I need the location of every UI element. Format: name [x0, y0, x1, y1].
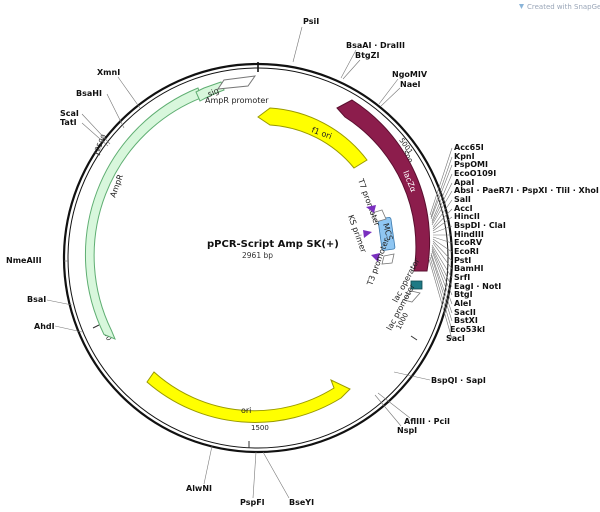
site-label-hindiii[interactable]: HindIII	[454, 230, 484, 239]
site-label-nspi[interactable]: NspI	[397, 426, 417, 435]
leader-bsai	[46, 299, 73, 306]
site-label-xmni[interactable]: XmnI	[97, 68, 120, 77]
leader-psii	[292, 26, 303, 63]
feature-ori-arrow	[146, 371, 351, 423]
site-label-psti[interactable]: PstI	[454, 256, 471, 265]
leader-nspi	[374, 394, 402, 427]
site-label-ahdi[interactable]: AhdI	[34, 322, 55, 331]
site-label-bspdi-clai[interactable]: BspDI · ClaI	[454, 221, 506, 230]
site-label-apai[interactable]: ApaI	[454, 178, 474, 187]
plasmid-size: 2961 bp	[242, 251, 273, 260]
leader-pspfi	[252, 451, 257, 499]
site-label-kpni[interactable]: KpnI	[454, 152, 475, 161]
site-label-eagi-noti[interactable]: EagI · NotI	[454, 282, 501, 291]
tick-mark	[410, 335, 418, 341]
site-label-btgzi[interactable]: BtgZI	[355, 51, 379, 60]
primer-mark-lower	[371, 253, 380, 262]
leader-mcs-fan	[428, 147, 453, 340]
leader-naei	[380, 87, 401, 107]
site-label-pspfi[interactable]: PspFI	[240, 498, 265, 507]
leader-bseyi	[262, 451, 290, 499]
site-label-ecori[interactable]: EcoRI	[454, 247, 479, 256]
sites-left: XmnI BsaHI ScaI TatI NmeAIII BsaI AhdI	[6, 68, 120, 331]
site-label-ecoo109i[interactable]: EcoO109I	[454, 169, 496, 178]
feature-ori-label: ori	[241, 406, 251, 415]
sites-mcs: Acc65I KpnI PspOMI EcoO109I ApaI AbsI · …	[446, 143, 599, 343]
leader-tati	[81, 122, 109, 147]
leader-btgzi	[342, 59, 361, 80]
feature-t3promoter-arrow	[381, 253, 395, 265]
site-label-tati[interactable]: TatI	[60, 118, 77, 127]
site-label-sali[interactable]: SalI	[454, 195, 471, 204]
site-label-bamhi[interactable]: BamHI	[454, 264, 484, 273]
site-label-saci[interactable]: SacI	[446, 334, 465, 343]
feature-ksprimer-arrow	[363, 230, 372, 238]
feature-sig-label: sig	[206, 86, 220, 99]
site-label-bseyi[interactable]: BseYI	[289, 498, 314, 507]
site-label-alwni[interactable]: AlwNI	[186, 484, 212, 493]
leader-alwni	[203, 445, 213, 485]
site-label-afliii-pcii[interactable]: AflIII · PciI	[404, 417, 450, 426]
snapgene-credit: Created with SnapGene®	[519, 3, 600, 11]
leader-ahdi	[54, 325, 83, 333]
site-label-naei[interactable]: NaeI	[400, 80, 421, 89]
leader-scai	[81, 113, 111, 145]
sites-bottom: AlwNI PspFI BseYI	[186, 484, 314, 507]
site-label-alei[interactable]: AleI	[454, 299, 471, 308]
site-label-btgi[interactable]: BtgI	[454, 290, 473, 299]
feature-amprpromoter-label: AmpR promoter	[205, 96, 269, 105]
site-label-acci[interactable]: AccI	[454, 204, 473, 213]
leader-ngomiv	[378, 78, 399, 105]
tick-mark	[93, 151, 101, 156]
leader-bsahi	[106, 93, 125, 129]
feature-amprpromoter-arrow	[216, 75, 257, 90]
leader-bsaai	[340, 49, 357, 79]
site-label-psii[interactable]: PsiI	[303, 17, 319, 26]
site-label-bsai[interactable]: BsaI	[27, 295, 46, 304]
site-label-ecorv[interactable]: EcoRV	[454, 238, 483, 247]
leader-bspqi	[393, 371, 431, 381]
leader-xmni	[117, 76, 141, 109]
feature-sig-arrow	[195, 81, 225, 102]
site-label-absi-group[interactable]: AbsI · PaeR7I · PspXI · TliI · XhoI	[454, 186, 599, 195]
site-label-nmeaiii[interactable]: NmeAIII	[6, 256, 42, 265]
site-label-bstxi[interactable]: BstXI	[454, 316, 478, 325]
site-label-sacii[interactable]: SacII	[454, 308, 476, 317]
sites-lower-right: BspQI · SapI AflIII · PciI NspI	[397, 376, 486, 435]
site-label-pspomi[interactable]: PspOMI	[454, 160, 488, 169]
feature-f1ori-arrow	[257, 107, 368, 169]
feature-t7promoter-label: T7 promoter	[356, 177, 382, 228]
site-label-bsaai-draiii[interactable]: BsaAI · DraIII	[346, 41, 405, 50]
site-label-acc65i[interactable]: Acc65I	[454, 143, 484, 152]
tick-mark	[92, 324, 100, 329]
sites-top: PsiI BsaAI · DraIII BtgZI NgoMIV NaeI	[303, 17, 428, 89]
feature-ampr-arrow	[85, 87, 202, 340]
site-label-srfi[interactable]: SrfI	[454, 273, 470, 282]
site-leader-lines	[46, 26, 453, 499]
plasmid-name: pPCR-Script Amp SK(+)	[207, 239, 339, 250]
feature-lacoperator-box	[410, 280, 423, 290]
tick-label: 1500	[251, 424, 269, 432]
snapgene-logo-icon	[519, 4, 524, 9]
credit-text: Created with SnapGene®	[527, 3, 600, 11]
site-label-ngomiv[interactable]: NgoMIV	[392, 70, 428, 79]
site-label-scai[interactable]: ScaI	[60, 109, 79, 118]
scale-ticks: 1000 1500 2000 2500 500	[92, 133, 418, 448]
feature-mcs-label: MCS	[381, 222, 394, 241]
site-label-eco53ki[interactable]: Eco53kI	[450, 325, 485, 334]
feature-t7promoter-arrow	[371, 209, 387, 223]
primer-mark-upper	[366, 205, 376, 213]
leader-afliii	[377, 392, 411, 419]
feature-lacz-arrow	[336, 99, 431, 272]
site-label-bsahi[interactable]: BsaHI	[76, 89, 102, 98]
feature-lacpromoter-arrow	[403, 290, 421, 303]
site-label-bspqi-sapi[interactable]: BspQI · SapI	[431, 376, 486, 385]
site-label-hincii[interactable]: HincII	[454, 212, 480, 221]
